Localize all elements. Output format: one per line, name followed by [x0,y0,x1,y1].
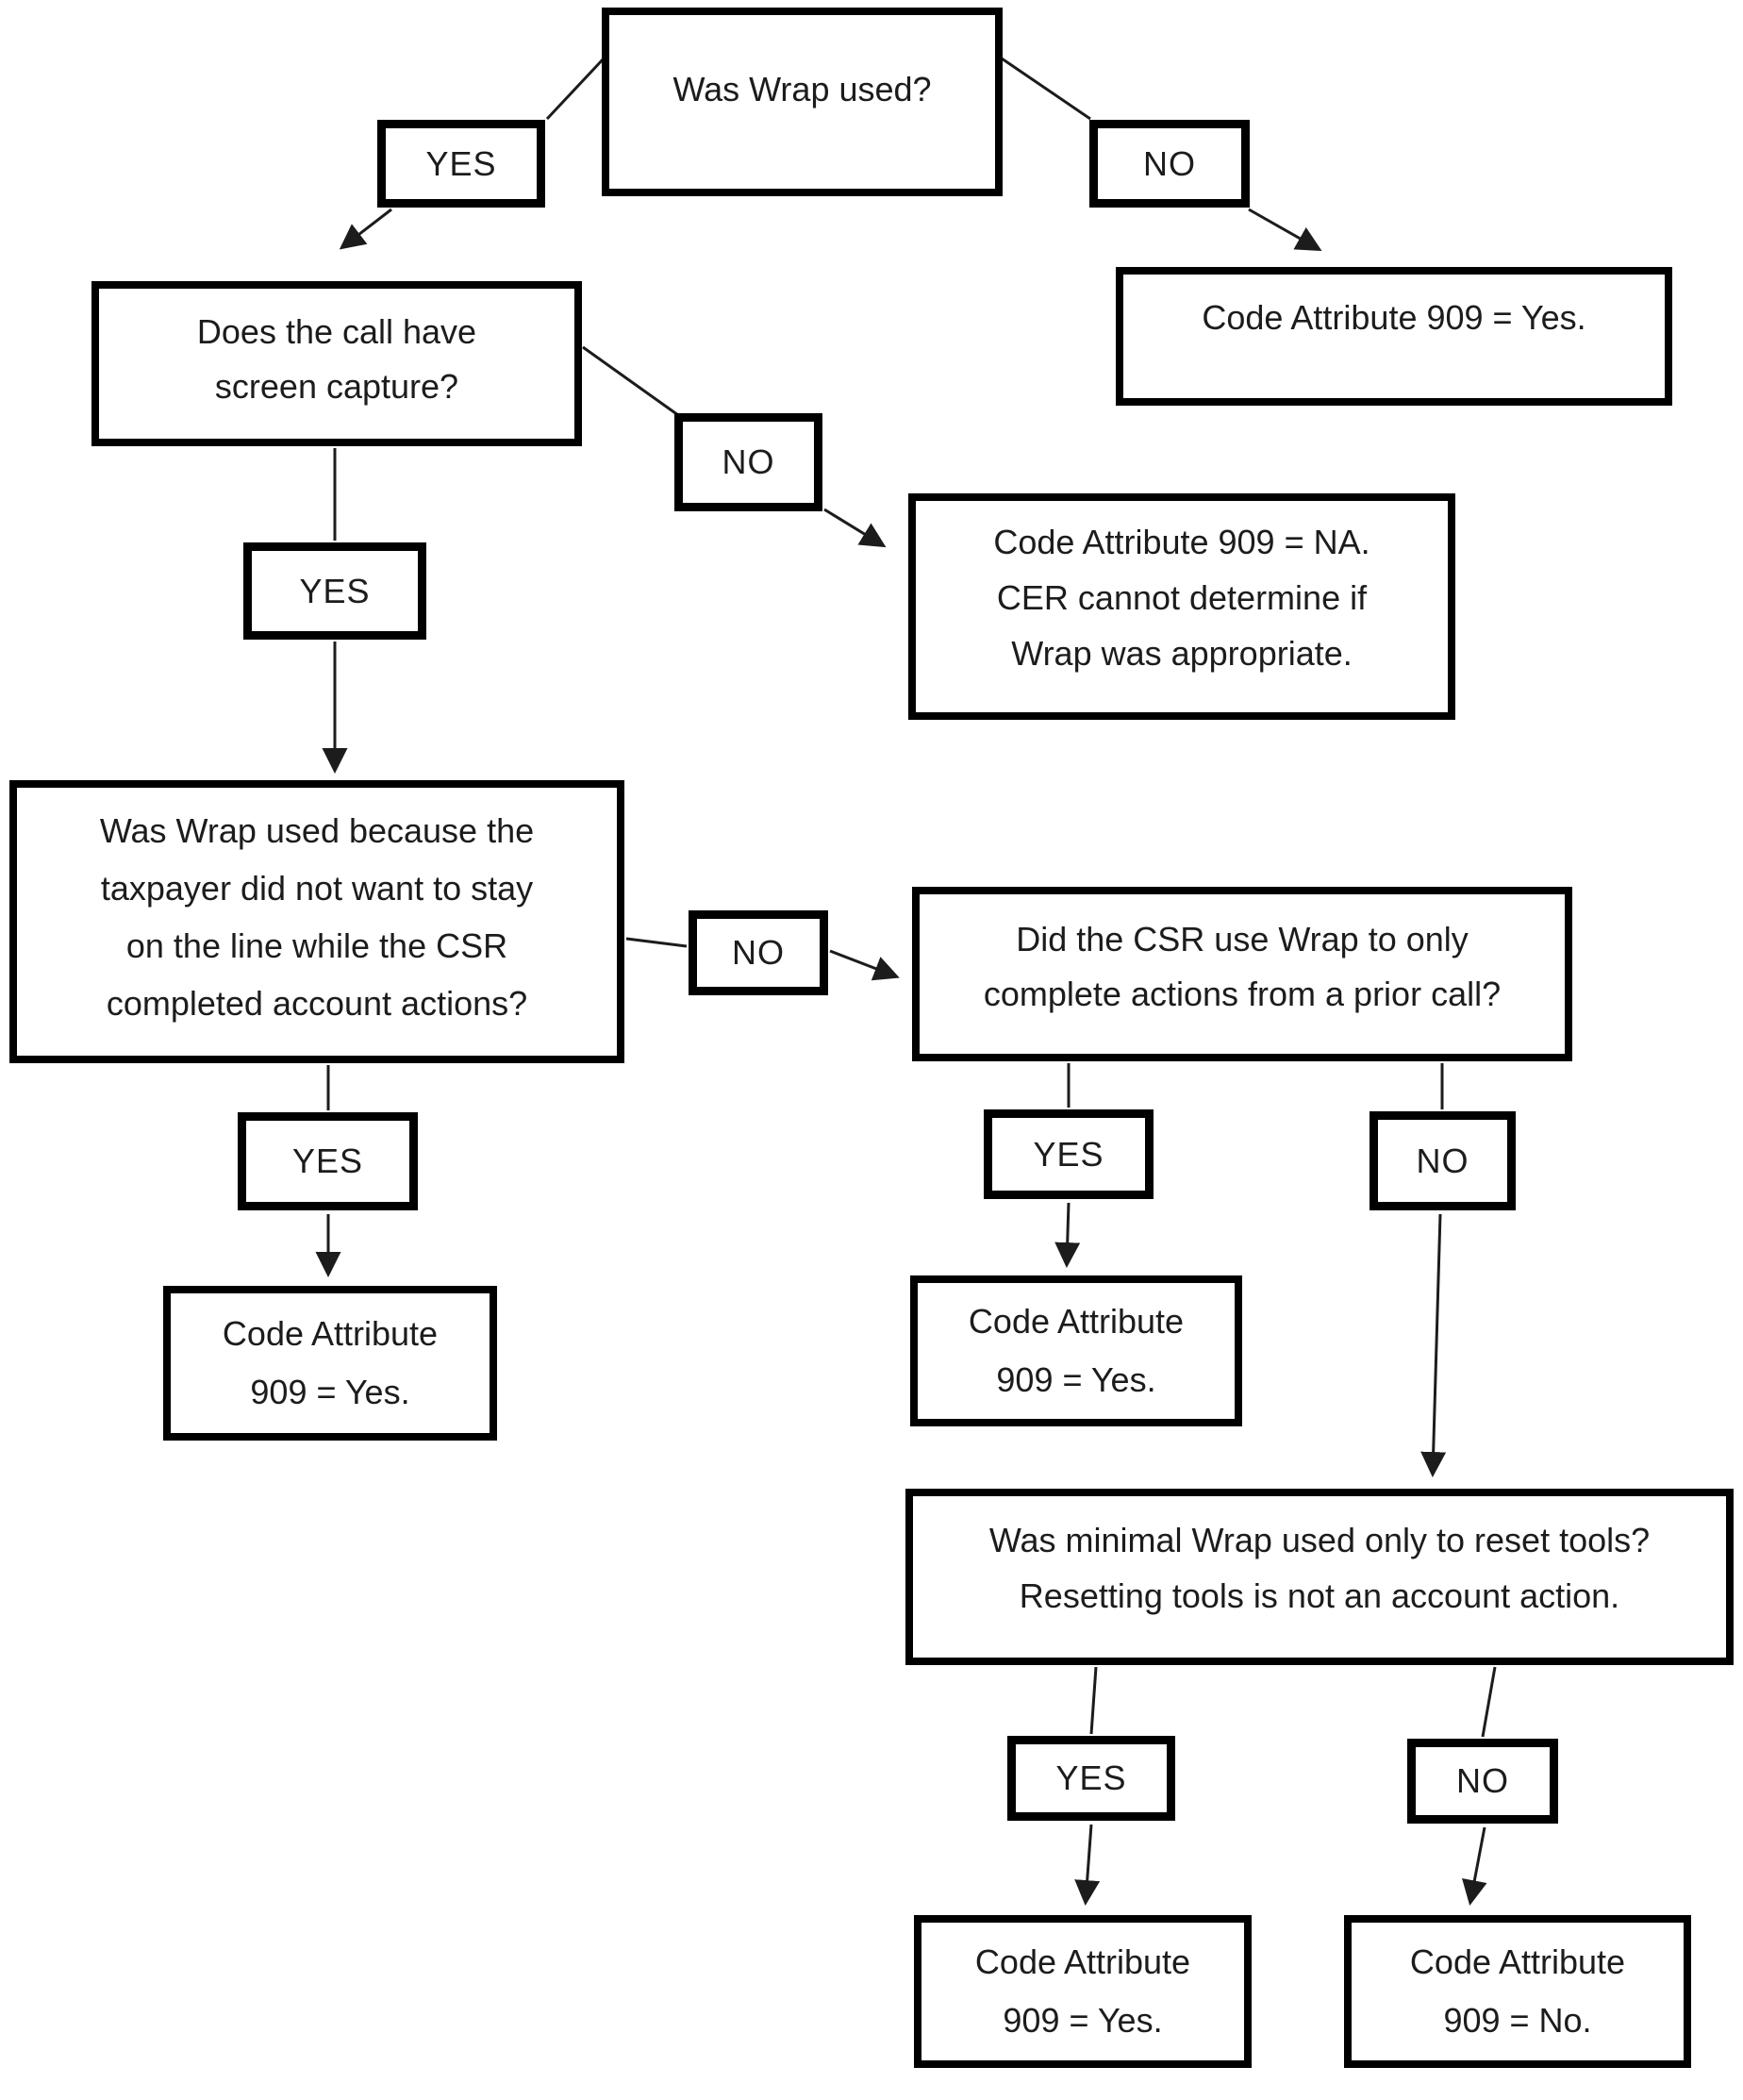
label-yes-screen-capture-text: YES [299,571,371,610]
node-attr909-na-text-1: Code Attribute 909 = NA. [993,522,1370,561]
node-attr909-yes-prior-text-2: 909 = Yes. [996,1360,1156,1399]
connector-screen-capture-to-no [582,345,679,417]
connector-yes-to-screen-capture [339,208,392,250]
label-no-taxpayer-stay: NO [689,910,828,995]
label-yes-taxpayer-stay-text: YES [291,1142,364,1180]
label-yes-minimal-wrap: YES [1007,1736,1175,1821]
node-was-wrap-used-text: Was Wrap used? [672,70,932,108]
connector-root-to-yes [545,57,606,121]
node-attr909-no-minimal-text-2: 909 = No. [1443,2001,1592,2040]
connector-no-to-attr-no-bottom [1462,1826,1487,1906]
node-attr909-na: Code Attribute 909 = NA. CER cannot dete… [908,493,1455,720]
node-minimal-wrap: Was minimal Wrap used only to reset tool… [905,1489,1734,1665]
node-attr909-yes-minimal-text-2: 909 = Yes. [1003,2001,1163,2040]
node-minimal-wrap-text-2: Resetting tools is not an account action… [1019,1575,1620,1615]
connector-no-to-attr-yes-top [1248,208,1322,251]
node-prior-call-text-2: complete actions from a prior call? [983,974,1502,1013]
label-yes-taxpayer-stay: YES [238,1112,418,1210]
node-attr909-yes-taxpayer: Code Attribute 909 = Yes. [163,1286,497,1441]
label-yes-minimal-wrap-text: YES [1055,1758,1127,1797]
node-screen-capture-text-2: screen capture? [214,367,459,406]
node-taxpayer-stay-text-1: Was Wrap used because the [99,811,535,850]
connector-no-to-attr-na [823,508,887,548]
node-screen-capture-text-1: Does the call have [196,312,477,351]
label-no-minimal-wrap-text: NO [1456,1761,1509,1800]
node-prior-call-text-1: Did the CSR use Wrap to only [1016,919,1469,958]
node-attr909-yes-no-wrap: Code Attribute 909 = Yes. [1116,267,1672,406]
node-attr909-yes-prior-text-1: Code Attribute [968,1302,1185,1341]
node-attr909-na-text-2: CER cannot determine if [996,577,1368,617]
node-attr909-yes-taxpayer-text-2: 909 = Yes. [250,1373,410,1411]
node-attr909-no-minimal-text-1: Code Attribute [1409,1942,1626,1981]
connector-yes-to-attr-yes-bottom [1074,1824,1101,1907]
label-no-root-text: NO [1143,143,1196,183]
label-yes-root: YES [377,120,545,208]
label-yes-prior-call: YES [984,1109,1154,1199]
node-taxpayer-stay: Was Wrap used because the taxpayer did n… [9,780,624,1063]
label-no-screen-capture-text: NO [722,442,775,481]
connector-minimal-wrap-to-yes [1089,1666,1098,1735]
label-yes-root-text: YES [425,143,497,183]
node-attr909-yes-minimal: Code Attribute 909 = Yes. [914,1915,1252,2068]
node-attr909-no-minimal: Code Attribute 909 = No. [1344,1915,1691,2068]
node-attr909-yes-prior: Code Attribute 909 = Yes. [910,1275,1242,1426]
connector-yes-to-attr-yes-mid [1054,1202,1081,1269]
label-no-prior-call: NO [1370,1111,1516,1210]
node-was-wrap-used: Was Wrap used? [602,8,1003,196]
node-taxpayer-stay-text-3: on the line while the CSR [125,926,508,965]
node-prior-call: Did the CSR use Wrap to only complete ac… [912,887,1572,1061]
label-yes-screen-capture: YES [243,542,426,640]
node-taxpayer-stay-text-4: completed account actions? [106,984,528,1023]
connector-taxpayer-stay-to-no [625,937,688,948]
node-attr909-na-text-3: Wrap was appropriate. [1011,633,1353,673]
connector-no-to-prior-call [829,949,900,981]
label-no-minimal-wrap: NO [1407,1739,1558,1824]
label-yes-prior-call-text: YES [1033,1134,1104,1174]
label-no-prior-call-text: NO [1416,1141,1469,1180]
node-attr909-yes-taxpayer-text-1: Code Attribute [222,1314,439,1353]
node-minimal-wrap-text-1: Was minimal Wrap used only to reset tool… [988,1520,1651,1559]
connector-minimal-wrap-to-no [1481,1666,1497,1738]
connector-no-to-minimal-wrap [1420,1213,1447,1478]
node-attr909-yes-no-wrap-text: Code Attribute 909 = Yes. [1202,297,1586,337]
node-screen-capture: Does the call have screen capture? [91,281,582,446]
node-taxpayer-stay-text-2: taxpayer did not want to stay [100,869,534,908]
label-no-root: NO [1089,120,1250,208]
connector-root-to-no [1001,57,1091,121]
label-no-taxpayer-stay-text: NO [732,933,785,972]
label-no-screen-capture: NO [674,413,822,511]
node-attr909-yes-minimal-text-1: Code Attribute [974,1942,1191,1981]
